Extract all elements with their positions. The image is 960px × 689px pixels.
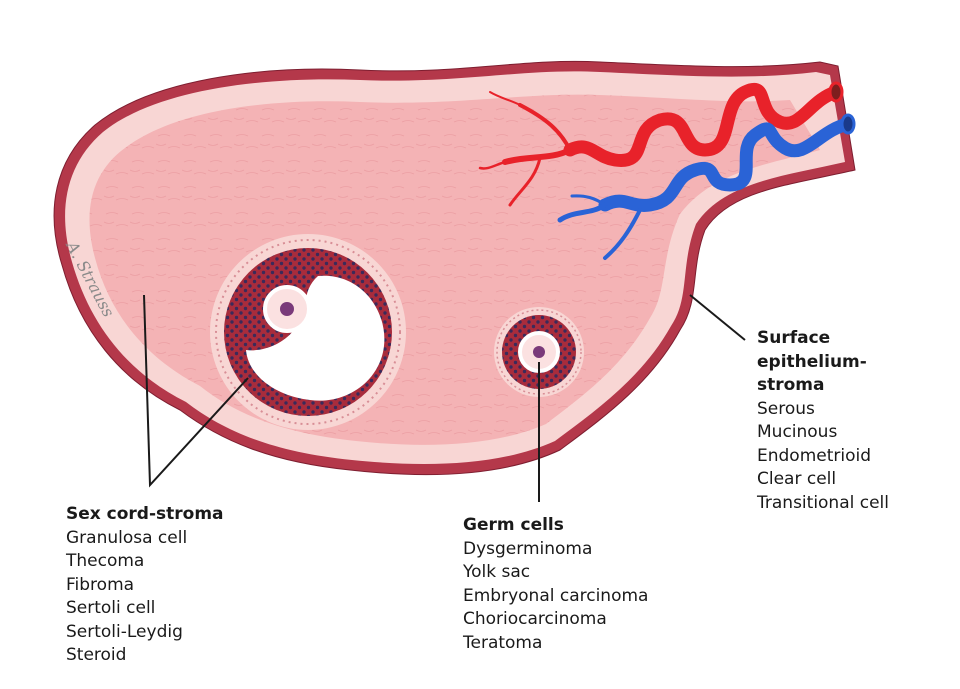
list-item: Steroid xyxy=(66,645,127,665)
oocyte-nucleus xyxy=(280,302,294,316)
follicle-theca-dots xyxy=(215,239,401,425)
leader-sex-cord-stroma xyxy=(143,294,249,488)
list-item: Transitional cell xyxy=(757,492,890,513)
surface-epithelium-title: Surface epithelium-stroma xyxy=(757,328,867,395)
list-item: Mucinous xyxy=(757,422,838,442)
list-item: Teratoma xyxy=(463,632,543,653)
leader-lines xyxy=(143,294,746,502)
germ-cells-label: Germ cells Dysgerminoma Yolk sac Embryon… xyxy=(463,514,648,655)
list-item: Serous xyxy=(757,398,815,419)
artery xyxy=(478,81,844,207)
ovary-body xyxy=(53,60,856,476)
list-item: Choriocarcinoma xyxy=(463,609,607,629)
vein xyxy=(557,113,856,260)
small-oocyte-nucleus xyxy=(533,346,545,358)
list-item: Granulosa cell xyxy=(66,527,188,548)
germ-cells-title: Germ cells xyxy=(463,515,564,535)
list-item: Clear cell xyxy=(757,469,837,489)
blood-vessels xyxy=(478,81,856,260)
leader-surface-epithelium xyxy=(689,294,746,341)
sex-cord-stroma-title: Sex cord-stroma xyxy=(66,504,224,524)
primary-follicle xyxy=(494,307,584,397)
list-item: Sertoli-Leydig xyxy=(66,621,183,642)
list-item: Fibroma xyxy=(66,574,135,595)
list-item: Thecoma xyxy=(66,551,145,571)
list-item: Endometrioid xyxy=(757,445,872,466)
list-item: Embryonal carcinoma xyxy=(463,585,649,606)
list-item: Yolk sac xyxy=(463,562,531,582)
surface-epithelium-label: Surface epithelium-stroma Serous Mucinou… xyxy=(757,327,907,515)
antrum xyxy=(246,275,385,401)
antral-follicle xyxy=(210,234,406,430)
list-item: Dysgerminoma xyxy=(463,538,593,559)
list-item: Sertoli cell xyxy=(66,598,156,618)
sex-cord-stroma-label: Sex cord-stroma Granulosa cell Thecoma F… xyxy=(66,503,224,668)
